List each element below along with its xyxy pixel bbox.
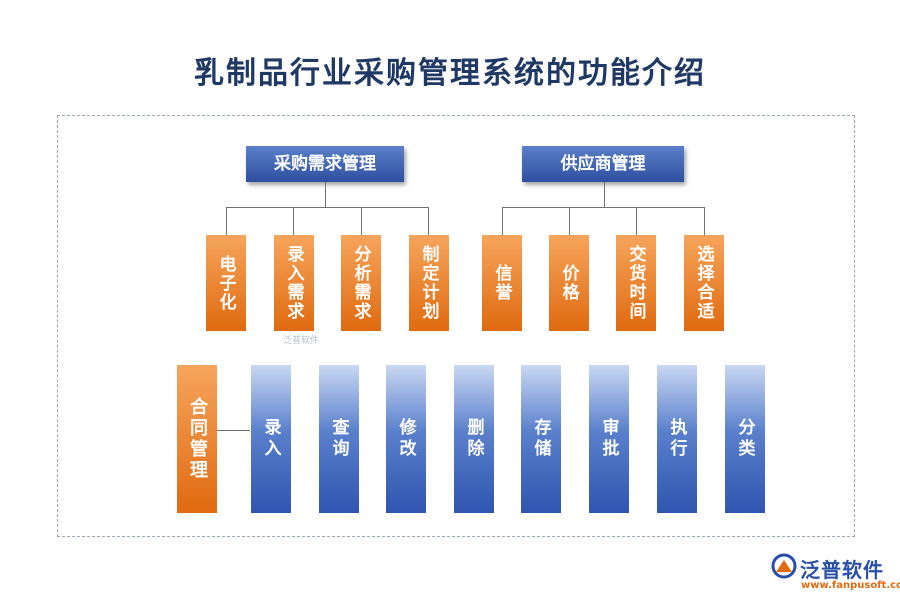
connector [293,207,294,235]
node-enter-demand: 录入需求 [274,235,314,331]
diagram-frame [57,115,855,537]
node-approve: 审批 [589,365,629,513]
connector [325,182,326,207]
node-make-plan: 制定计划 [409,235,449,331]
node-contract-management: 合同管理 [177,365,217,513]
node-delivery-time: 交货时间 [616,235,656,331]
node-electronic: 电子化 [206,235,246,331]
connector [217,430,250,431]
brand-name: 泛普软件 [800,558,884,582]
node-delete: 删除 [454,365,494,513]
node-modify: 修改 [386,365,426,513]
node-supplier-management: 供应商管理 [522,146,684,182]
watermark: 泛普软件 [283,336,320,346]
node-procurement-demand-management: 采购需求管理 [246,146,404,182]
connector [604,182,605,207]
connector [226,207,429,208]
brand-mark-icon [771,553,797,579]
brand-url: www.fanpusoft.com [801,580,900,591]
node-choose-suitable: 选择合适 [684,235,724,331]
node-store: 存储 [521,365,561,513]
node-enter: 录入 [251,365,291,513]
connector [226,207,227,235]
node-analyze-demand: 分析需求 [341,235,381,331]
connector [502,207,705,208]
connector [361,207,362,235]
connector [636,207,637,235]
connector [428,207,429,235]
node-reputation: 信誉 [482,235,522,331]
node-price: 价格 [549,235,589,331]
connector [502,207,503,235]
node-query: 查询 [319,365,359,513]
connector [704,207,705,235]
page-title: 乳制品行业采购管理系统的功能介绍 [194,56,706,91]
node-execute: 执行 [657,365,697,513]
brand-logo: 泛普软件 www.fanpusoft.com [770,552,900,596]
connector [569,207,570,235]
node-classify: 分类 [725,365,765,513]
